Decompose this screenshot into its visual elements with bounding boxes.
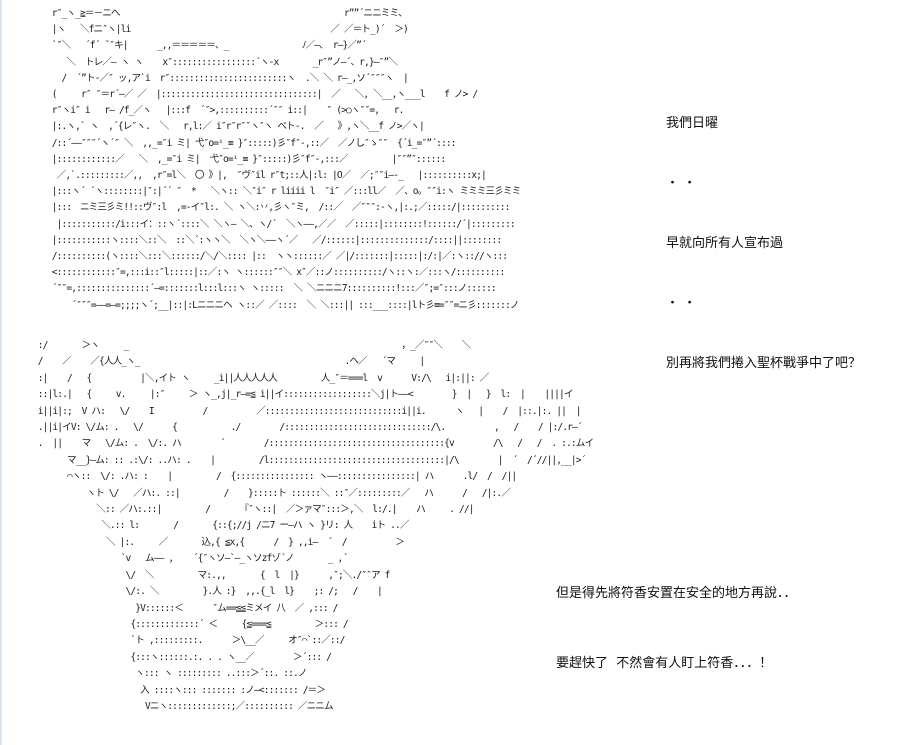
dialogue-line: 但是得先將符香安置在安全的地方再說．． xyxy=(556,586,797,601)
left-edge-divider xyxy=(0,0,2,745)
dialogue-top: 我們日曜 ・ ・ 早就向所有人宣布過 ・ ・ 別再將我們捲入聖杯戰爭中了吧？ xyxy=(666,74,896,414)
ascii-art-bottom-panel: :/ ＞ヽ _ ，_／″″＼ ＼ / ／ ／{人人_ヽ_ .ヘ／ ´マ | :|… xyxy=(37,340,594,712)
dialogue-line: 早就向所有人宣布過 xyxy=(666,236,784,251)
dialogue-line: 別再將我們捲入聖杯戰爭中了吧？ xyxy=(666,356,862,371)
ascii-art-top-panel: r″_ヽ_≧＝－ニへ r””´ニニミミ、 |ヽ ＼fニ″ヽ|li ／ ／＝ト_)… xyxy=(51,8,521,311)
dialogue-bottom: 但是得先將符香安置在安全的地方再說．． 要趕快了 不然會有人盯上符香．．．！ xyxy=(556,544,876,714)
dialogue-line: 我們日曜 xyxy=(666,116,719,131)
emphasis-dots: ・ ・ xyxy=(666,296,697,311)
emphasis-dots: ・ ・ xyxy=(666,176,697,191)
dialogue-line: 要趕快了 不然會有人盯上符香．．．！ xyxy=(556,656,773,671)
